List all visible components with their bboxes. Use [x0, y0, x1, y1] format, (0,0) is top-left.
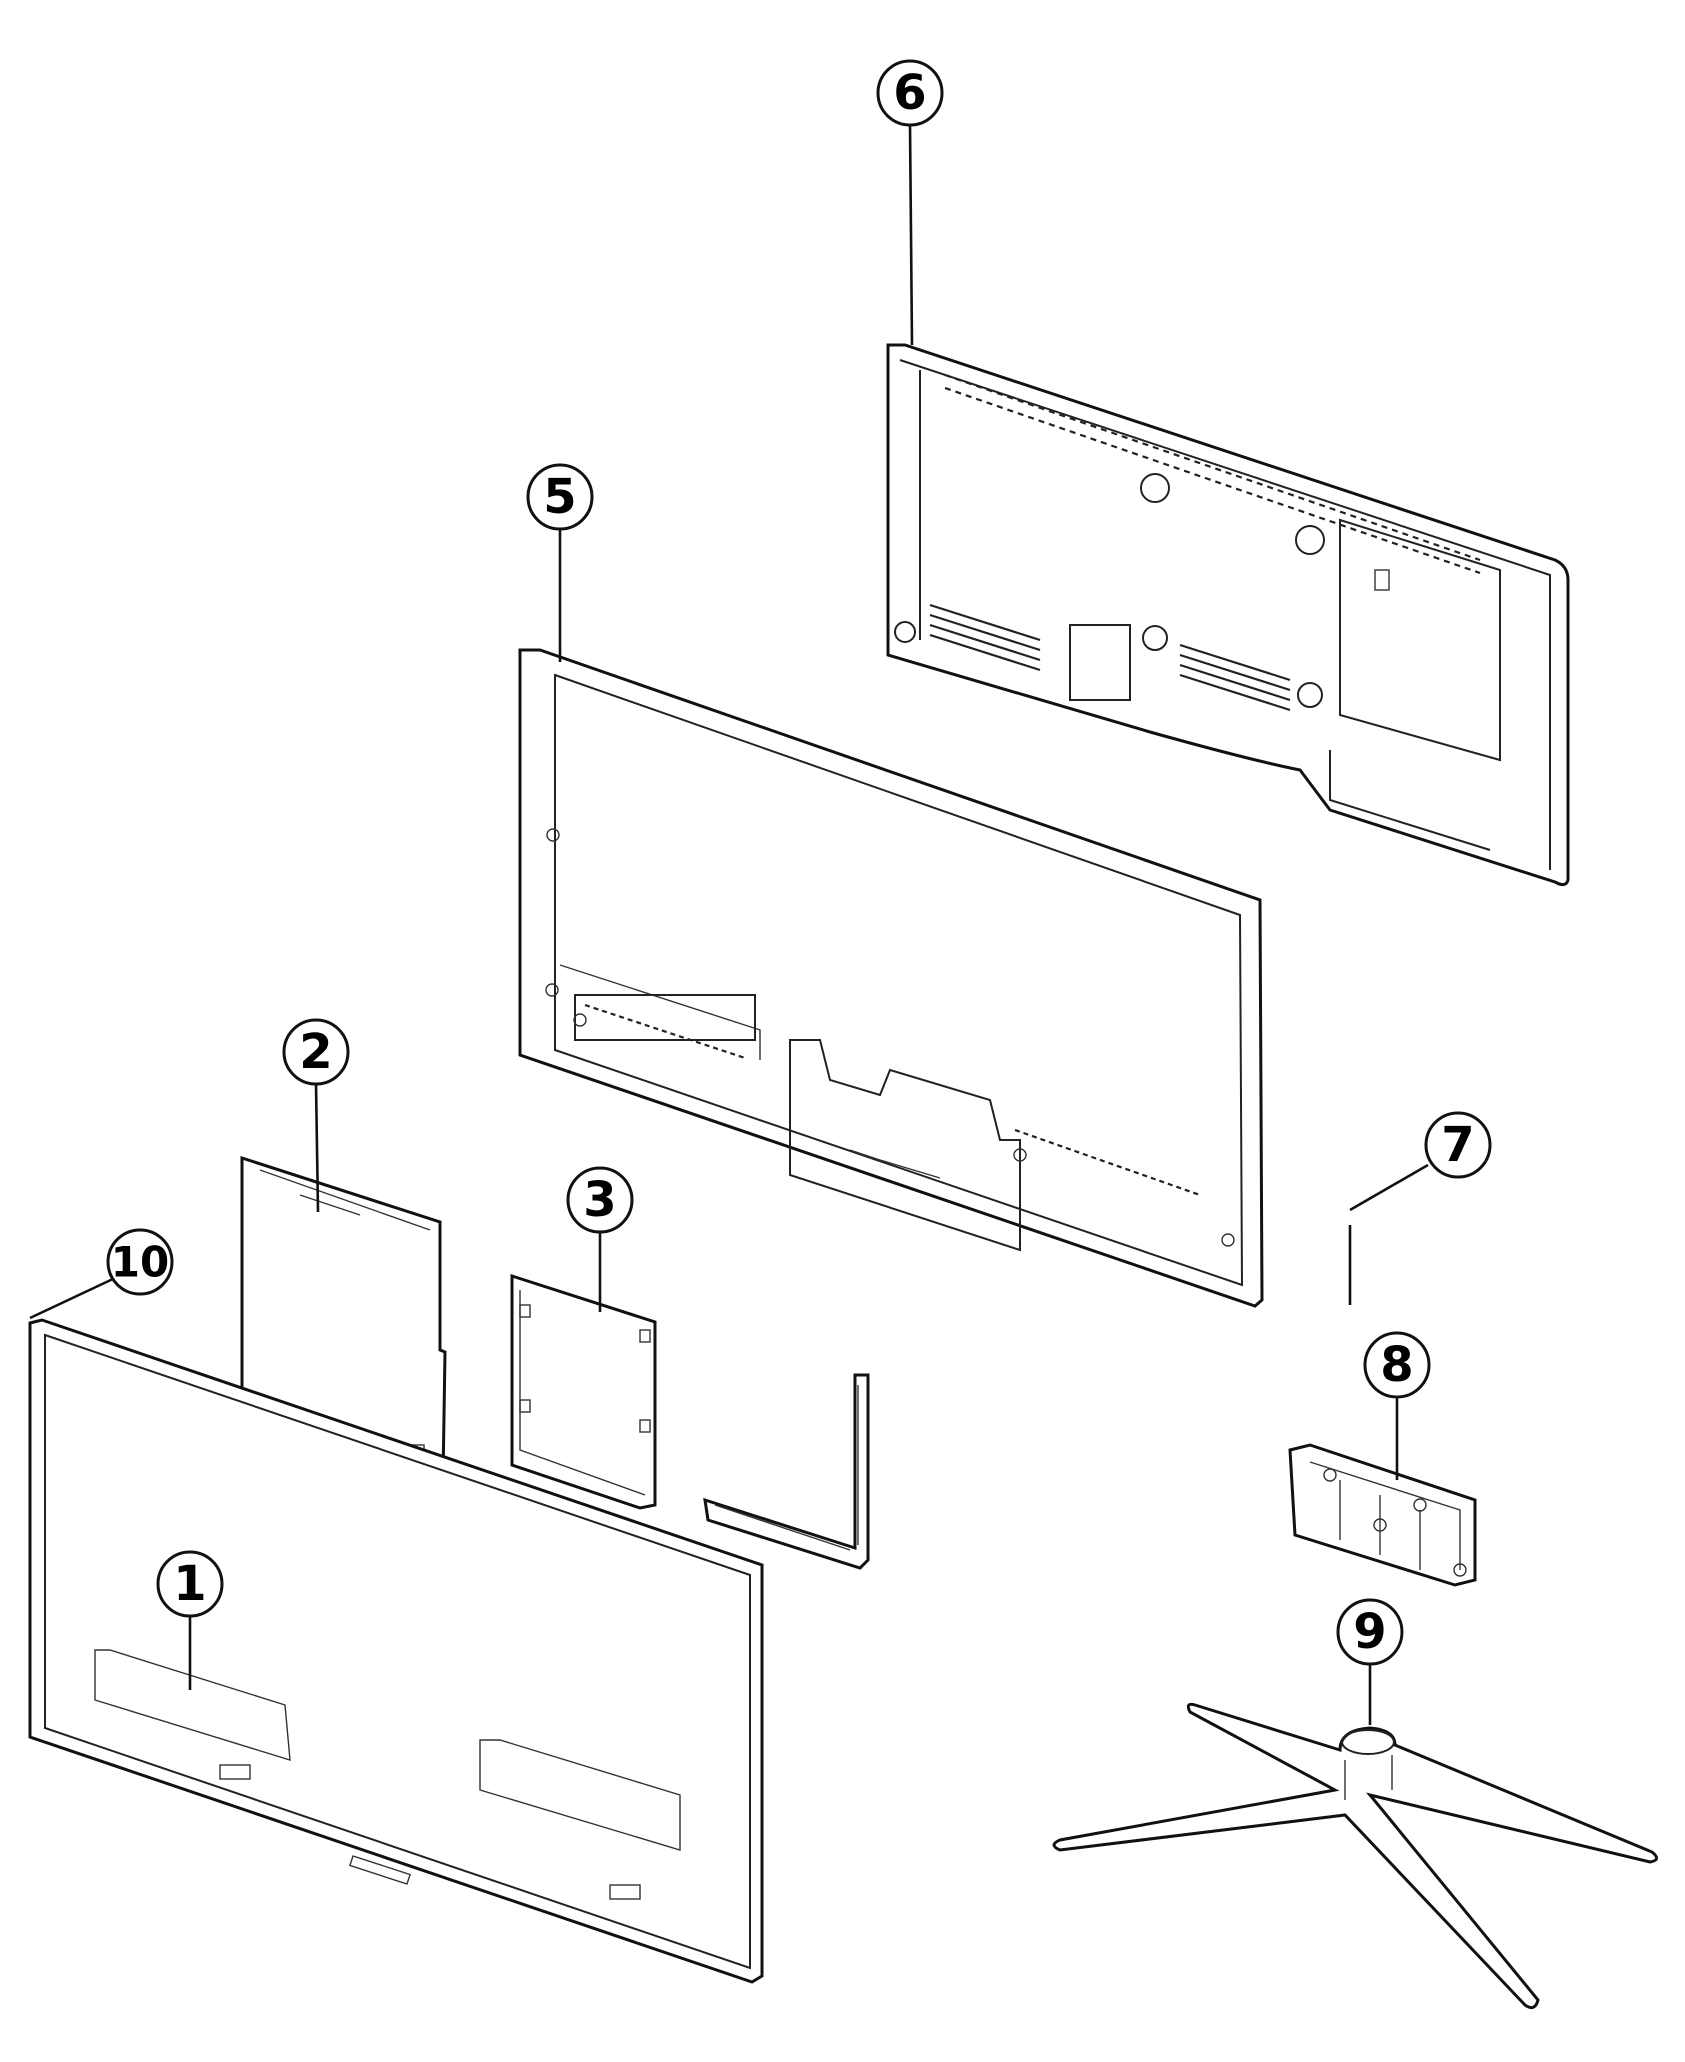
callout-3: 3 — [566, 1166, 634, 1234]
stand-neck-part — [1288, 1443, 1477, 1587]
callout-label-2: 2 — [299, 1024, 332, 1080]
callout-9: 9 — [1336, 1598, 1404, 1666]
callout-10: 10 — [106, 1228, 174, 1296]
leader-line-6 — [908, 124, 914, 346]
callout-label-6: 6 — [893, 65, 926, 121]
leader-line-2 — [314, 1083, 320, 1213]
callout-label-9: 9 — [1353, 1604, 1386, 1660]
rear-cover-part — [886, 343, 1570, 887]
callout-label-8: 8 — [1380, 1337, 1413, 1393]
power-board-part — [510, 1273, 657, 1510]
callout-label-5: 5 — [543, 469, 576, 525]
callout-label-3: 3 — [583, 1172, 616, 1228]
leader-line-10 — [29, 1276, 116, 1320]
callout-6: 6 — [876, 59, 944, 127]
l-bracket-part — [703, 1373, 870, 1570]
callout-label-1: 1 — [173, 1556, 206, 1612]
callout-2: 2 — [282, 1018, 350, 1086]
callout-1: 1 — [156, 1550, 224, 1618]
callout-label-10: 10 — [111, 1238, 169, 1287]
callout-5: 5 — [526, 463, 594, 531]
callout-8: 8 — [1363, 1331, 1431, 1399]
stand-base-part — [1052, 1702, 1658, 2010]
callout-7: 7 — [1424, 1111, 1492, 1179]
leader-lines — [29, 124, 1429, 1725]
leader-line-7 — [1349, 1163, 1429, 1212]
callout-label-7: 7 — [1441, 1117, 1474, 1173]
middle-frame-part — [518, 648, 1264, 1308]
front-panel-part — [28, 1318, 764, 1984]
